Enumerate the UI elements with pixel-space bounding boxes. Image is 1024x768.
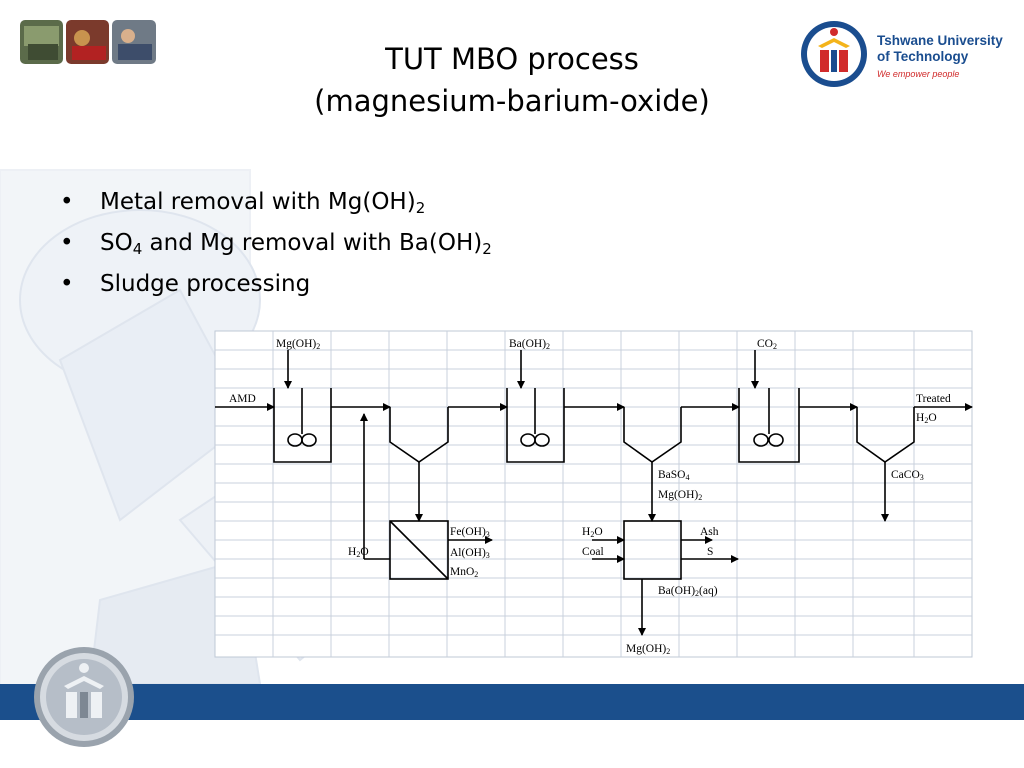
reactor-2	[506, 388, 565, 463]
label-s: S	[707, 546, 713, 558]
university-name: Tshwane University of Technology	[877, 33, 1003, 65]
tut-emblem-icon	[34, 647, 134, 747]
university-name-line2: of Technology	[877, 49, 969, 64]
label-h2o-left: H2O	[348, 546, 369, 559]
process-flow-diagram: Mg(OH)2 Ba(OH)2 CO2 AMD Treated H2O BaSO…	[214, 330, 973, 658]
university-name-line1: Tshwane University	[877, 33, 1003, 48]
label-baoh2-aq: Ba(OH)2(aq)	[658, 585, 718, 598]
label-treated-h2o: H2O	[916, 412, 937, 425]
bullet-text: Sludge processing	[100, 271, 311, 297]
bullet-item: • SO4 and Mg removal with Ba(OH)2	[60, 223, 492, 264]
bullet-subscript: 2	[482, 240, 492, 258]
label-feoh3: Fe(OH)3	[450, 526, 490, 539]
bullet-icon: •	[60, 271, 74, 297]
label-baso4: BaSO4	[658, 469, 689, 482]
slide-title-line2: (magnesium-barium-oxide)	[314, 84, 710, 118]
bullet-item: • Metal removal with Mg(OH)2	[60, 182, 492, 223]
slide-title: TUT MBO process (magnesium-barium-oxide)	[262, 38, 762, 122]
bullet-text: SO	[100, 230, 133, 256]
header-photos	[20, 20, 156, 64]
label-baoh2-in: Ba(OH)2	[509, 338, 550, 351]
label-coal: Coal	[582, 546, 604, 558]
footer-bar	[0, 684, 1024, 720]
bullet-item: • Sludge processing	[60, 264, 492, 305]
label-mno2: MnO2	[450, 566, 478, 579]
bullet-subscript: 2	[415, 199, 426, 217]
label-ash: Ash	[700, 526, 719, 538]
bullet-list: •Metal removal with Mg(OH)2 •SO4 and Mg …	[60, 182, 492, 305]
university-slogan: We empower people	[877, 69, 960, 79]
bullet-text-after: and Mg removal with Ba(OH)	[142, 230, 483, 256]
label-mgoh2-mid: Mg(OH)2	[658, 489, 702, 502]
label-treated: Treated	[916, 393, 951, 405]
label-mgoh2-in: Mg(OH)2	[276, 338, 320, 351]
reactor-1	[273, 388, 332, 463]
bullet-subscript: 4	[132, 240, 143, 258]
label-amd: AMD	[229, 393, 256, 405]
bullet-icon: •	[60, 230, 74, 256]
label-aloh3: Al(OH)3	[450, 547, 490, 560]
label-caco3: CaCO3	[891, 469, 924, 482]
label-h2o-mid: H2O	[582, 526, 603, 539]
label-co2-in: CO2	[757, 338, 777, 351]
slide-title-line1: TUT MBO process	[385, 42, 639, 76]
reactor-3	[738, 388, 800, 463]
diagram-grid	[214, 330, 973, 658]
bullet-text: Metal removal with Mg(OH)	[100, 189, 416, 215]
bullet-icon: •	[60, 189, 74, 215]
tut-logo	[798, 18, 1008, 88]
label-mgoh2-bottom: Mg(OH)2	[626, 643, 670, 656]
